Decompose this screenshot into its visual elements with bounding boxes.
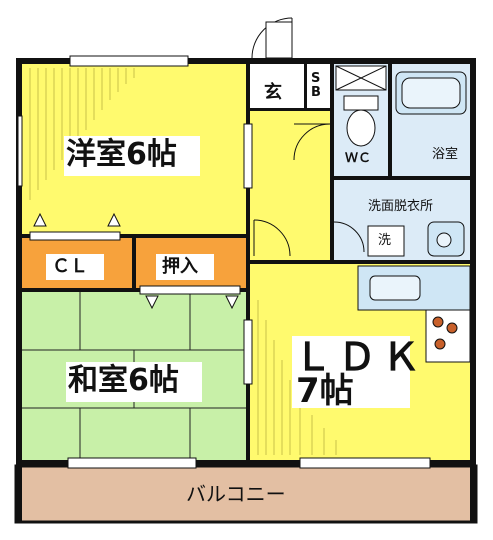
shoe-box-area (306, 64, 330, 108)
western-label-bg (64, 136, 200, 176)
windows (17, 55, 431, 469)
ldk-label-bg (292, 336, 410, 408)
tatami-grid (22, 292, 246, 460)
balcony-wall-right (470, 466, 476, 522)
oshiire-label: 押入 (162, 256, 198, 277)
toilet-label: ＷＣ (345, 151, 372, 166)
hall-doors (253, 123, 365, 257)
kitchen-counter (357, 265, 471, 363)
storage-box (335, 65, 387, 91)
balcony-wall-left (16, 466, 22, 522)
ldk-label: ＬＤＫ (294, 335, 427, 379)
japanese-label-bg (66, 362, 202, 402)
entrance-label: 玄 (264, 82, 282, 103)
floor-hatching (29, 68, 135, 200)
washer-box (367, 225, 405, 257)
balcony-label: バルコニー (186, 482, 286, 506)
toilet-fixture (343, 95, 379, 147)
washer-label: 洗 (378, 233, 392, 248)
walls (16, 58, 476, 466)
bathtub (395, 71, 467, 115)
balcony-area (16, 466, 476, 522)
entrance-area (250, 64, 306, 108)
closet-label-bg (46, 254, 104, 280)
ldk-hatching (257, 300, 337, 455)
entrance-door (251, 17, 293, 59)
western-room-label: 洋室6帖 (66, 137, 177, 172)
closet-markers (33, 212, 239, 310)
washroom-label: 洗面脱衣所 (368, 199, 434, 214)
oshiire-label-bg (156, 254, 214, 280)
washbasin (427, 221, 465, 257)
sliding-doors (29, 123, 253, 385)
ldk-size-label: 7帖 (296, 371, 354, 411)
japanese-room-label: 和室6帖 (68, 363, 179, 398)
bath-label: 浴室 (432, 147, 459, 162)
closet-label: ＣＬ (52, 256, 88, 277)
shoe-box-label: S B (311, 71, 321, 100)
